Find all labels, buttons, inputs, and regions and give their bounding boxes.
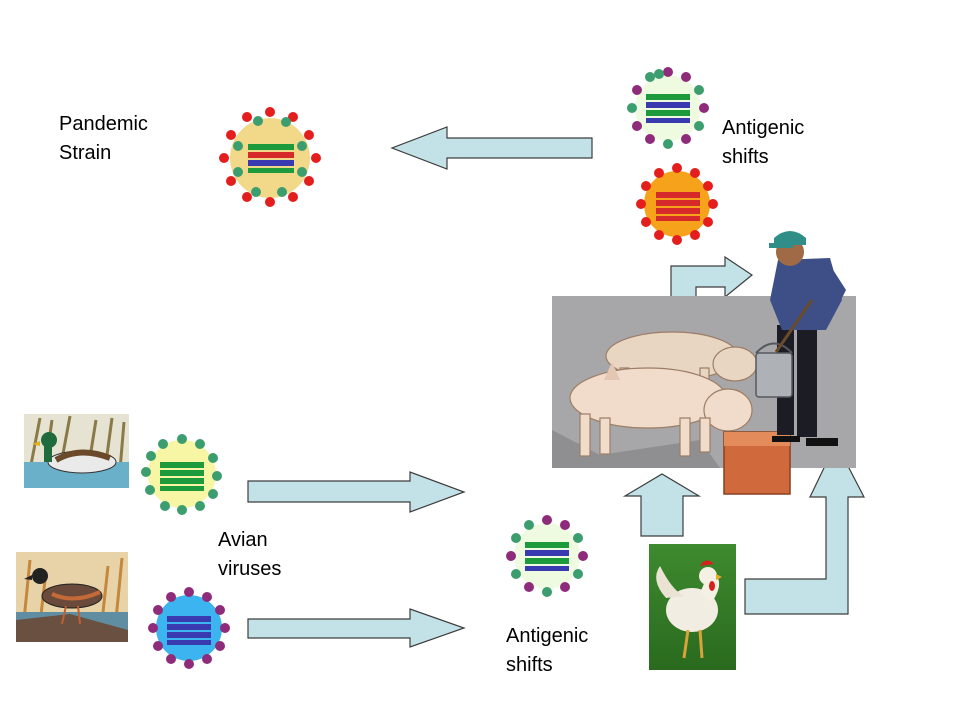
arrow-to-pandemic — [390, 126, 593, 170]
arrow-duck-to-pigs — [247, 471, 466, 513]
avian-virus-icon-bird — [148, 587, 230, 669]
antigenic-shifts-top-label: Antigenic shifts — [722, 117, 805, 168]
reassortant-virus-icon-top — [627, 67, 709, 149]
rooster-picture — [649, 544, 736, 670]
arrow-bird-to-pigs — [247, 608, 466, 648]
antigenic-shifts-bottom-label: Antigenic shifts — [506, 625, 589, 676]
pandemic-strain-label: Pandemic Strain — [59, 113, 148, 164]
pandemic-virus-icon — [219, 107, 321, 207]
wild-bird-picture — [16, 552, 128, 642]
mallard-duck-picture — [24, 414, 129, 488]
arrow-chicken-to-farmer — [744, 441, 865, 615]
human-virus-icon — [636, 163, 718, 245]
pigs-and-farmer-picture — [552, 231, 856, 495]
avian-viruses-label: Avian viruses — [218, 529, 282, 580]
avian-virus-icon-duck — [141, 434, 222, 515]
farmer — [755, 231, 846, 446]
reassortant-virus-icon-bottom — [506, 515, 588, 597]
arrow-up-to-pigs — [622, 473, 702, 537]
